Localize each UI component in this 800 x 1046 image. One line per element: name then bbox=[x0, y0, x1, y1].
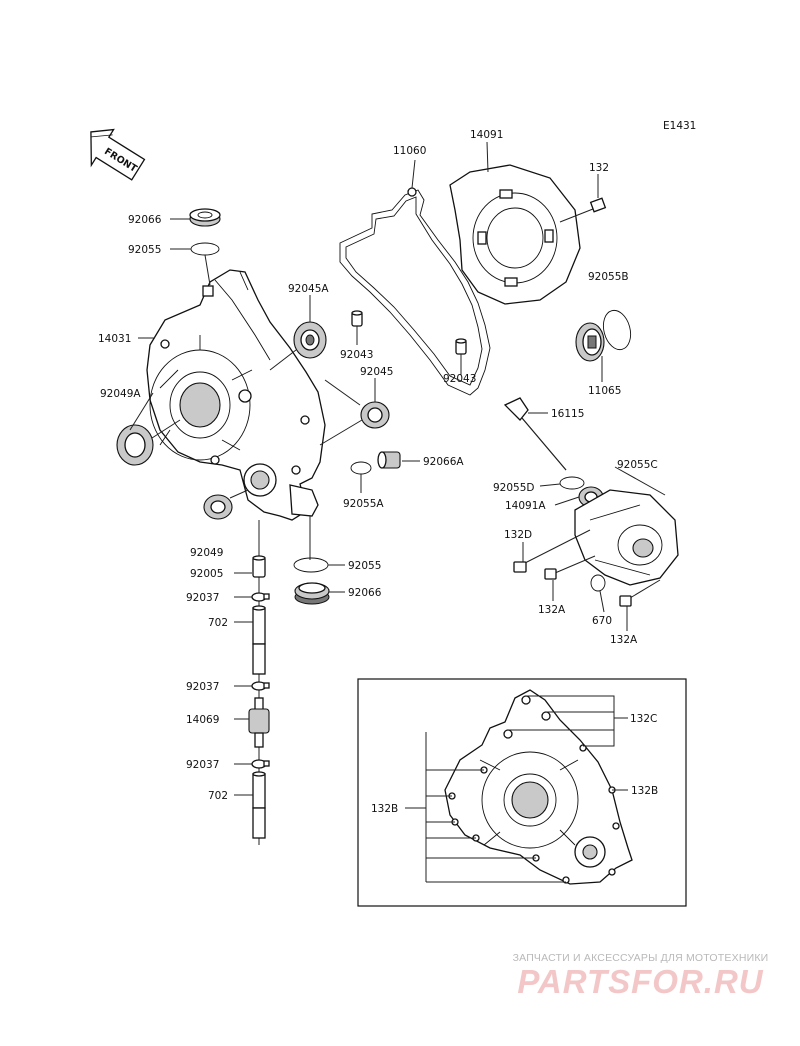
front-arrow-icon: FRONT bbox=[90, 128, 146, 181]
label-14069: 14069 bbox=[186, 714, 219, 726]
label-92055-mid: 92055 bbox=[348, 560, 381, 572]
label-92055b: 92055B bbox=[588, 271, 629, 283]
o-ring-92055b bbox=[602, 309, 632, 351]
dowel-92043-a bbox=[351, 310, 363, 327]
label-132b-left: 132B bbox=[371, 803, 398, 815]
label-92055d: 92055D bbox=[493, 482, 535, 494]
bolt-132a-a bbox=[544, 555, 596, 580]
label-92005: 92005 bbox=[190, 568, 223, 580]
label-92037-b: 92037 bbox=[186, 681, 219, 693]
bolt-location-inset: 132C 132B 132B bbox=[357, 678, 687, 907]
watermark: ЗАПЧАСТИ И АКСЕССУАРЫ ДЛЯ МОТОТЕХНИКИ PA… bbox=[488, 952, 793, 1000]
o-ring-92055d bbox=[559, 476, 585, 490]
label-132c: 132C bbox=[630, 713, 657, 725]
label-92055a: 92055A bbox=[343, 498, 384, 510]
oil-cap-92066 bbox=[294, 582, 330, 605]
dowel-92005 bbox=[252, 555, 266, 578]
watermark-tagline: ЗАПЧАСТИ И АКСЕССУАРЫ ДЛЯ МОТОТЕХНИКИ bbox=[512, 952, 769, 964]
o-ring-92055a bbox=[350, 461, 372, 475]
label-11060: 11060 bbox=[393, 145, 426, 157]
bolt-132-top bbox=[559, 197, 607, 223]
label-132d: 132D bbox=[504, 529, 532, 541]
leader-lines bbox=[129, 141, 666, 796]
plug-92066a bbox=[377, 451, 401, 469]
clamp-92037-c bbox=[251, 759, 270, 769]
o-ring-top bbox=[190, 242, 220, 256]
bolt-132d bbox=[513, 529, 591, 573]
left-engine-cover bbox=[146, 269, 326, 521]
dowel-92043-b bbox=[455, 338, 467, 355]
oil-seal-92049 bbox=[203, 494, 233, 520]
label-92037-a: 92037 bbox=[186, 592, 219, 604]
dipstick-16115 bbox=[503, 397, 567, 471]
label-702-b: 702 bbox=[208, 790, 228, 802]
hose-702-a bbox=[252, 605, 266, 675]
part-labels: 92066 92055 14031 92049A 92045A 92043 92… bbox=[98, 129, 658, 802]
label-14091a: 14091A bbox=[505, 500, 546, 512]
label-132b-right: 132B bbox=[631, 785, 658, 797]
bearing-92045 bbox=[360, 401, 390, 429]
label-92066-top: 92066 bbox=[128, 214, 162, 226]
inset-cover bbox=[444, 689, 633, 885]
bearing-92045a bbox=[293, 321, 327, 359]
label-92043-b: 92043 bbox=[443, 373, 476, 385]
label-14031: 14031 bbox=[98, 333, 131, 345]
oil-seal-92049a bbox=[116, 424, 154, 466]
bolt-132a-b bbox=[619, 579, 661, 607]
hose-702-b bbox=[252, 771, 266, 839]
clamp-92037-b bbox=[251, 681, 270, 691]
label-92045: 92045 bbox=[360, 366, 393, 378]
gasket-11060 bbox=[339, 187, 491, 396]
label-92049a: 92049A bbox=[100, 388, 141, 400]
label-92055c: 92055C bbox=[617, 459, 658, 471]
label-14091: 14091 bbox=[470, 129, 503, 141]
watermark-brand: PARTSFOR.RU bbox=[517, 963, 764, 1000]
label-132-top: 132 bbox=[589, 162, 609, 174]
o-ring-92055-mid bbox=[293, 557, 329, 573]
label-92043-a: 92043 bbox=[340, 349, 373, 361]
label-670: 670 bbox=[592, 615, 612, 627]
label-132a-b: 132A bbox=[610, 634, 638, 646]
filter-14069 bbox=[248, 697, 270, 748]
label-92037-c: 92037 bbox=[186, 759, 219, 771]
clamp-92037-a bbox=[251, 592, 270, 602]
label-11065: 11065 bbox=[588, 385, 621, 397]
o-ring-670 bbox=[590, 574, 606, 592]
label-92049: 92049 bbox=[190, 547, 223, 559]
label-92045a: 92045A bbox=[288, 283, 329, 295]
label-132a-a: 132A bbox=[538, 604, 566, 616]
diagram-code: E1431 bbox=[663, 120, 696, 132]
oil-cap-top bbox=[189, 208, 221, 227]
label-16115: 16115 bbox=[551, 408, 584, 420]
label-92066a: 92066A bbox=[423, 456, 464, 468]
cap-11065 bbox=[575, 322, 605, 362]
plate-14091 bbox=[449, 164, 581, 305]
label-702-a: 702 bbox=[208, 617, 228, 629]
cover-92055c bbox=[574, 489, 679, 586]
label-92055-top: 92055 bbox=[128, 244, 161, 256]
label-92066-mid: 92066 bbox=[348, 587, 382, 599]
